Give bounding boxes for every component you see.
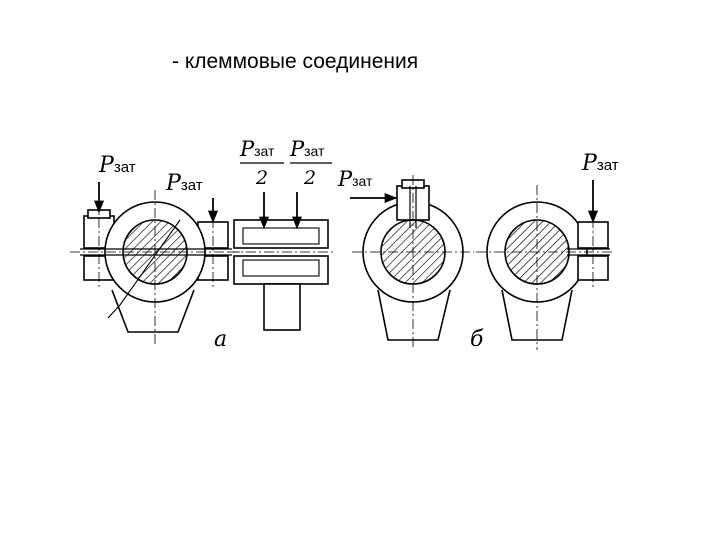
half-force-label-1: Pзат 2	[239, 137, 284, 189]
clamp-view-a-front	[80, 201, 232, 333]
svg-text:2: 2	[255, 167, 268, 189]
force-label-right: Pзат	[165, 171, 203, 196]
force-label-horizontal: Pзат	[337, 167, 373, 191]
view-label-a: а	[214, 327, 227, 352]
slide-title: - клеммовые соединения	[172, 50, 419, 73]
view-label-b: б	[470, 327, 484, 352]
svg-text:Pзат: Pзат	[289, 137, 325, 161]
force-label-left: Pзат	[98, 153, 136, 178]
clamp-view-b-side-bolt	[486, 201, 610, 341]
clamp-view-a-side	[233, 219, 329, 331]
svg-text:2: 2	[303, 167, 316, 189]
centerlines-view-b1	[352, 175, 474, 350]
force-label-side: Pзат	[581, 151, 619, 176]
half-force-label-2: Pзат 2	[289, 137, 332, 189]
svg-text:Pзат: Pзат	[239, 137, 275, 161]
